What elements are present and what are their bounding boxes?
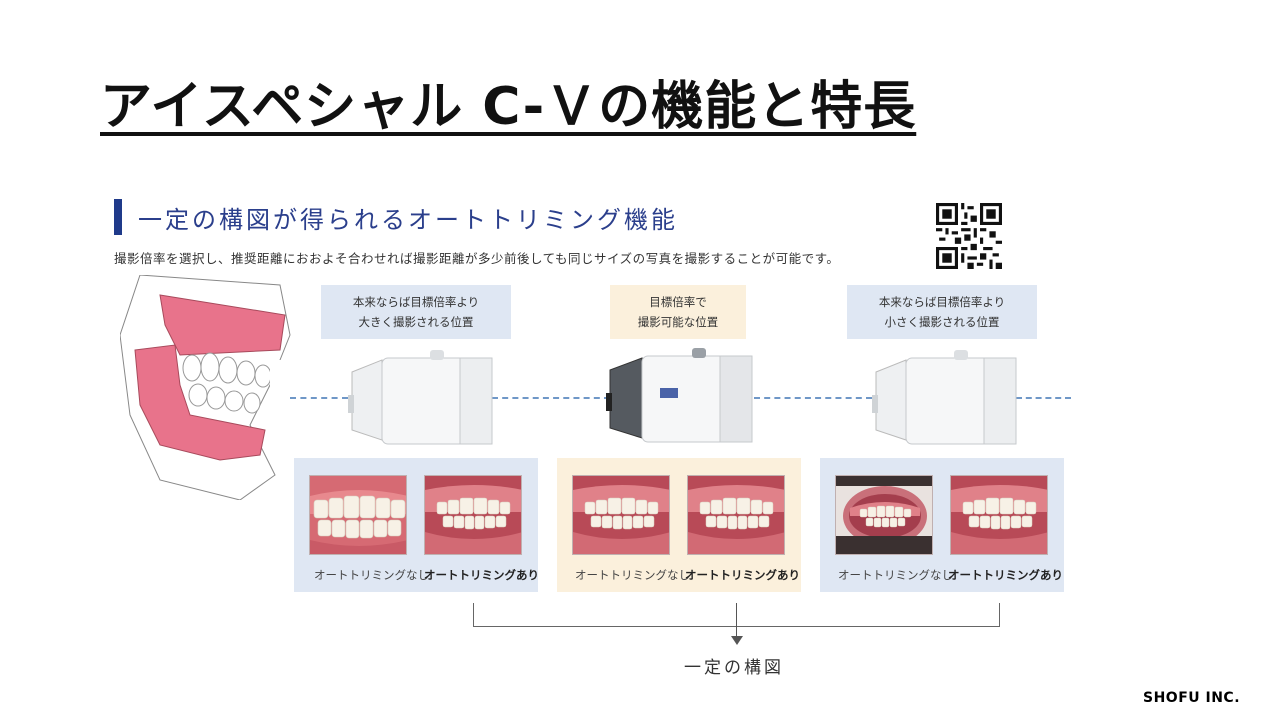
section-description: 撮影倍率を選択し、推奨距離におおよそ合わせれば撮影距離が多少前後しても同じサイズ… [114, 251, 840, 266]
distance-dashline [290, 397, 348, 399]
position-label-line1: 本来ならば目標倍率より [352, 295, 480, 309]
caption-with-trimming: オートトリミングあり [424, 568, 539, 582]
position-label-line1: 本来ならば目標倍率より [878, 295, 1006, 309]
caption-without-trimming: オートトリミングなし [314, 568, 429, 582]
caption-with-trimming: オートトリミングあり [948, 568, 1063, 582]
brand-logo: SHOFU INC. [1143, 690, 1241, 706]
distance-dashline [1016, 397, 1071, 399]
qr-code-icon [936, 203, 1002, 269]
position-label-line2: 小さく撮影される位置 [884, 315, 1000, 329]
photo-without-trimming [309, 475, 407, 555]
photo-with-trimming [950, 475, 1048, 555]
camera-icon [606, 348, 753, 443]
distance-dashline [754, 397, 872, 399]
photo-with-trimming [424, 475, 522, 555]
position-label-line2: 撮影可能な位置 [637, 315, 719, 329]
caption-without-trimming: オートトリミングなし [575, 568, 690, 582]
distance-dashline [492, 397, 610, 399]
position-label-too-small: 本来ならば目標倍率より 小さく撮影される位置 [847, 285, 1037, 339]
position-label-line2: 大きく撮影される位置 [358, 315, 474, 329]
result-label: 一定の構図 [684, 658, 784, 678]
photo-without-trimming [835, 475, 933, 555]
comparison-panel-too-large: オートトリミングなし オートトリミングあり [294, 458, 539, 592]
page-title: アイスペシャル C-Ｖの機能と特長 [100, 77, 917, 137]
position-label-line1: 目標倍率で [649, 295, 707, 309]
result-arrow [736, 603, 737, 639]
camera-icon [872, 350, 1017, 445]
arrow-down-icon [731, 636, 743, 645]
photo-without-trimming [572, 475, 670, 555]
position-label-too-large: 本来ならば目標倍率より 大きく撮影される位置 [321, 285, 511, 339]
camera-icon [348, 350, 493, 445]
comparison-panel-too-small: オートトリミングなし オートトリミングあり [820, 458, 1064, 592]
position-label-target: 目標倍率で 撮影可能な位置 [610, 285, 746, 339]
section-heading: 一定の構図が得られるオートトリミング機能 [138, 206, 678, 234]
comparison-panel-target: オートトリミングなし オートトリミングあり [557, 458, 801, 592]
jaw-illustration [120, 275, 291, 500]
caption-with-trimming: オートトリミングあり [685, 568, 800, 582]
photo-with-trimming [687, 475, 785, 555]
caption-without-trimming: オートトリミングなし [838, 568, 953, 582]
section-accent-bar [114, 199, 122, 235]
